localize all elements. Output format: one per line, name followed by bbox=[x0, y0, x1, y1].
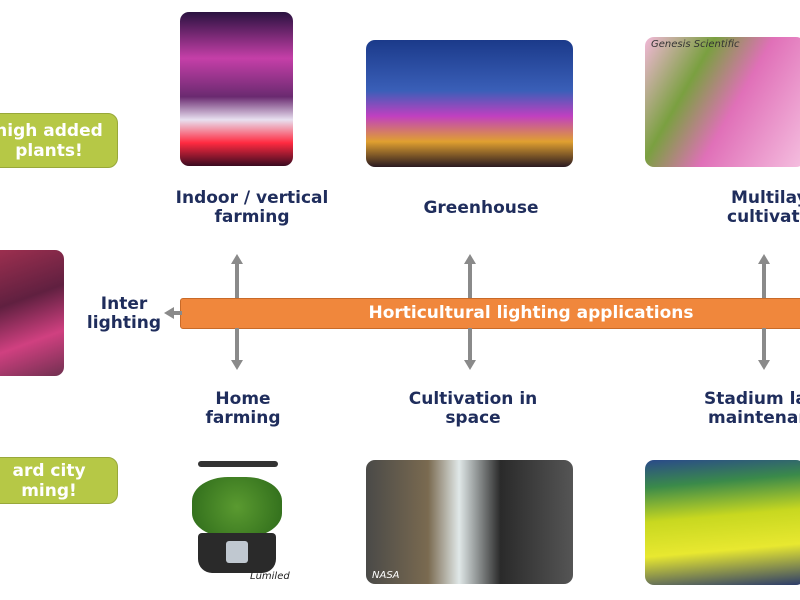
credit-nasa: NASA bbox=[372, 570, 400, 581]
callout-line: ming! bbox=[21, 481, 77, 501]
label-cultivation-in-space: Cultivation in space bbox=[393, 390, 553, 428]
label-line: cultivati bbox=[727, 207, 800, 227]
multilayer-photo: Genesis Scientific bbox=[645, 37, 800, 167]
arrow-down-space bbox=[464, 360, 476, 370]
label-home-farming: Home farming bbox=[163, 390, 323, 428]
label-line: farming bbox=[205, 408, 281, 428]
center-label: Horticultural lighting applications bbox=[368, 303, 694, 323]
arrow-line bbox=[235, 262, 239, 298]
label-indoor-vertical-farming: Indoor / vertical farming bbox=[172, 189, 332, 227]
label-stadium-lawn-maintenance: Stadium la maintenan bbox=[704, 390, 800, 428]
callout-city-farming: ard city ming! bbox=[0, 457, 118, 504]
arrow-line bbox=[235, 328, 239, 362]
inter-lighting-photo bbox=[0, 250, 64, 376]
label-line: farming bbox=[214, 207, 290, 227]
label-line: maintenan bbox=[708, 408, 800, 428]
arrow-up-multilayer bbox=[758, 254, 770, 264]
label-line: lighting bbox=[86, 313, 162, 333]
label-multilayer-cultivation: Multilay cultivati bbox=[727, 189, 800, 227]
arrow-left-head bbox=[164, 307, 174, 319]
callout-line: ard city bbox=[12, 461, 86, 481]
arrow-left bbox=[172, 311, 182, 315]
horticultural-lighting-bar: Horticultural lighting applications bbox=[180, 298, 800, 329]
arrow-down-stadium bbox=[758, 360, 770, 370]
arrow-line bbox=[468, 328, 472, 362]
stadium-photo bbox=[645, 460, 800, 585]
label-line: Multilay bbox=[731, 188, 800, 208]
arrow-up-greenhouse bbox=[464, 254, 476, 264]
label-line: space bbox=[445, 408, 501, 428]
credit-genesis: Genesis Scientific bbox=[651, 39, 740, 50]
home-farming-photo: Lumileds bbox=[180, 455, 290, 585]
arrow-line bbox=[468, 262, 472, 298]
space-cultivation-photo: NASA bbox=[366, 460, 573, 584]
greenhouse-photo bbox=[366, 40, 573, 167]
label-line: Indoor / vertical bbox=[175, 188, 329, 208]
credit-lumileds: Lumileds bbox=[250, 571, 290, 582]
arrow-up-indoor bbox=[231, 254, 243, 264]
label-line: Greenhouse bbox=[423, 198, 539, 218]
arrow-down-home bbox=[231, 360, 243, 370]
callout-line: plants! bbox=[15, 141, 83, 161]
label-greenhouse: Greenhouse bbox=[401, 199, 561, 218]
callout-high-value-plants: high added plants! bbox=[0, 113, 118, 168]
arrow-line bbox=[762, 328, 766, 362]
indoor-farming-photo bbox=[180, 12, 293, 166]
label-line: Inter bbox=[100, 294, 148, 314]
callout-line: high added bbox=[0, 121, 103, 141]
label-inter-lighting: Inter lighting bbox=[84, 295, 164, 333]
label-line: Home bbox=[215, 389, 271, 409]
label-line: Stadium la bbox=[704, 389, 800, 409]
arrow-line bbox=[762, 262, 766, 298]
label-line: Cultivation in bbox=[408, 389, 538, 409]
